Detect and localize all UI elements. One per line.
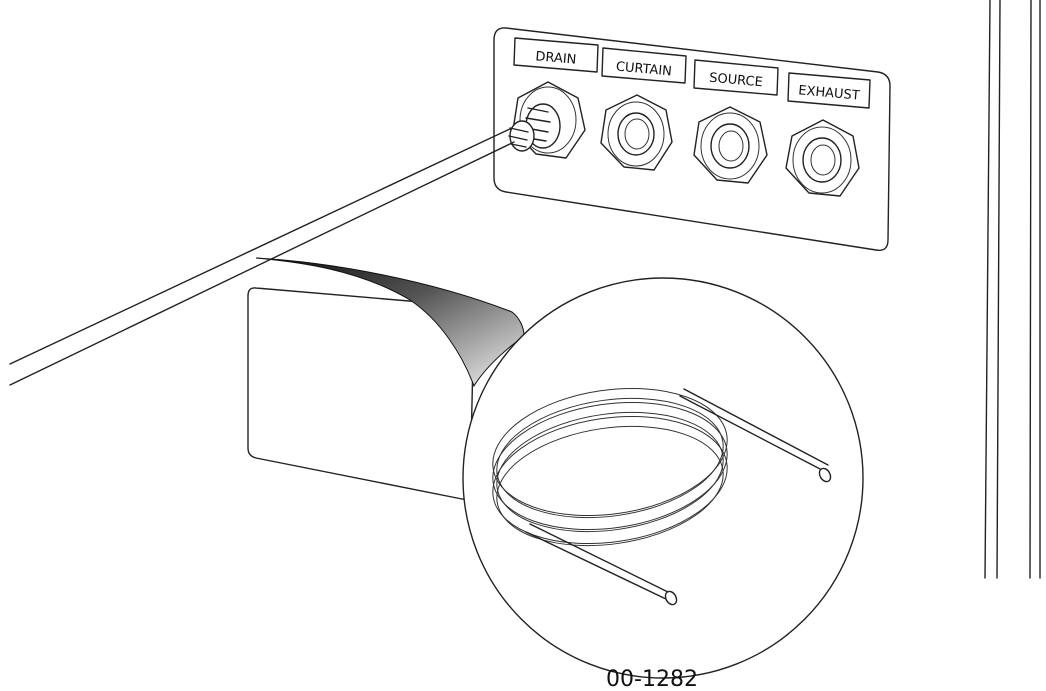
drain-tube bbox=[9, 127, 515, 386]
port-label-drain: DRAIN bbox=[513, 37, 599, 73]
port-label-source: SOURCE bbox=[693, 59, 779, 96]
curtain-port bbox=[600, 94, 673, 171]
port-label-curtain: CURTAIN bbox=[601, 47, 687, 84]
figure-number: 00-1282 bbox=[606, 667, 698, 691]
port-label-exhaust-text: EXHAUST bbox=[798, 83, 861, 103]
connection-panel bbox=[493, 27, 891, 251]
port-label-drain-text: DRAIN bbox=[535, 49, 577, 68]
detail-magnifier bbox=[462, 277, 864, 679]
cabinet-edge bbox=[984, 0, 1041, 579]
callout-pointer bbox=[255, 257, 525, 388]
port-label-exhaust: EXHAUST bbox=[787, 72, 871, 109]
port-label-curtain-text: CURTAIN bbox=[615, 60, 672, 80]
drain-fitting bbox=[508, 81, 586, 159]
port-label-source-text: SOURCE bbox=[709, 71, 764, 91]
exhaust-port bbox=[785, 119, 860, 197]
source-port bbox=[693, 106, 768, 184]
